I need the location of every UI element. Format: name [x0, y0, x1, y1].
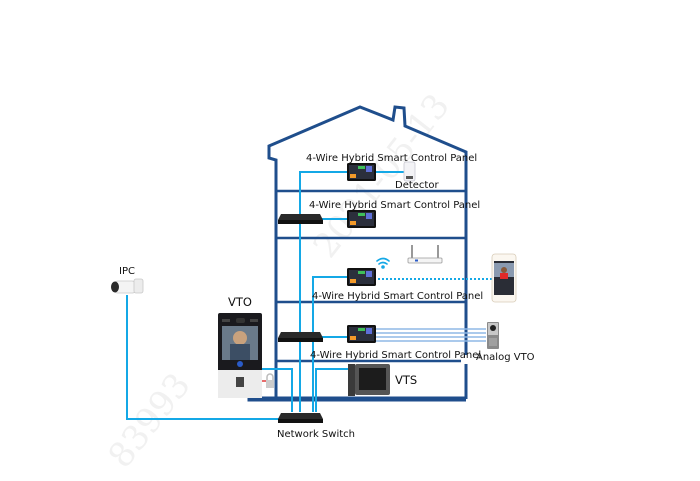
smartphone-icon[interactable] — [491, 253, 517, 303]
vto-label: VTO — [228, 295, 252, 309]
network-switch-label: Network Switch — [277, 429, 355, 440]
floor4-control-panel-icon[interactable] — [347, 325, 376, 343]
vts-label: VTS — [395, 373, 417, 387]
floor3-panel-cable — [312, 276, 348, 412]
floor3-control-panel-icon[interactable] — [347, 268, 376, 286]
motion-detector-icon[interactable] — [403, 161, 416, 182]
analog-vto-label: Analog VTO — [476, 352, 535, 363]
detector-label: Detector — [395, 180, 439, 191]
floor4-panel-label: 4-Wire Hybrid Smart Control Panel — [310, 350, 481, 361]
wifi-signal-icon — [376, 257, 390, 269]
floor1-panel-label: 4-Wire Hybrid Smart Control Panel — [306, 153, 477, 164]
ipc-label: IPC — [119, 266, 135, 277]
watermark-id: 83993 — [101, 366, 199, 476]
analog-door-station-icon[interactable] — [487, 322, 499, 349]
floor3-panel-label: 4-Wire Hybrid Smart Control Panel — [312, 291, 483, 302]
floor2-switch-icon[interactable] — [278, 214, 323, 224]
vts-cable — [315, 368, 349, 412]
door-station-icon[interactable] — [218, 313, 262, 398]
lock-icon — [266, 373, 274, 388]
vto-cable — [261, 368, 293, 412]
analog-wires — [376, 328, 486, 342]
floor2-panel-label: 4-Wire Hybrid Smart Control Panel — [309, 200, 480, 211]
wifi-router-icon[interactable] — [407, 245, 443, 264]
floor1-control-panel-icon[interactable] — [347, 163, 376, 181]
floor4-switch-icon[interactable] — [278, 332, 323, 342]
indoor-monitor-icon[interactable] — [348, 364, 390, 396]
floor2-control-panel-icon[interactable] — [347, 210, 376, 228]
network-switch-icon[interactable] — [278, 413, 323, 423]
house-roof-and-walls — [267, 105, 468, 399]
ipc-cable — [126, 295, 282, 420]
bullet-camera-icon[interactable] — [111, 278, 144, 294]
